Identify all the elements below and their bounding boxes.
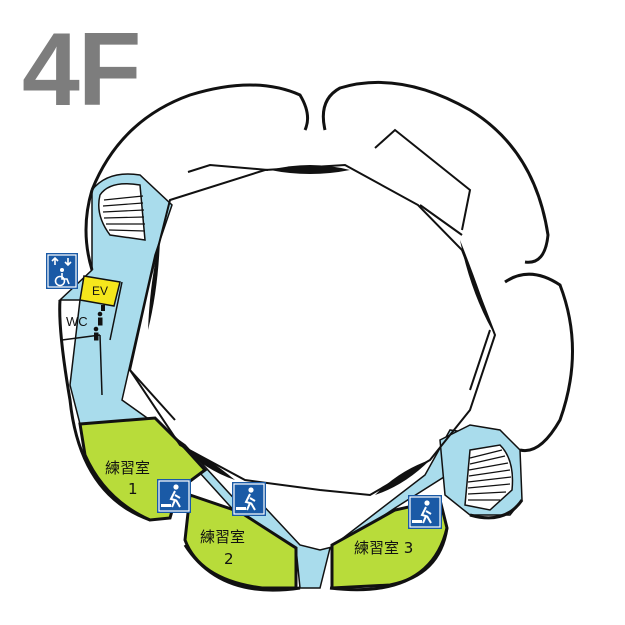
practice-room-1-label: 練習室 (105, 459, 150, 477)
practice-room-3-label: 練習室 3 (354, 539, 413, 557)
stairs-right (464, 444, 514, 511)
practice-room-2-label: 練習室 (200, 528, 245, 546)
elevator-label: EV (92, 284, 108, 298)
restroom-icon (93, 305, 105, 341)
room-entrance-icon-1 (157, 479, 191, 513)
building-outline (58, 80, 574, 592)
practice-room-2-number: 2 (224, 550, 234, 568)
room-entrance-icon-2 (232, 482, 266, 516)
practice-room-1-number: 1 (128, 480, 138, 498)
stairs-left (98, 183, 146, 241)
room-entrance-icon-3 (408, 495, 442, 529)
partitions (61, 281, 123, 396)
thick-walls (148, 165, 492, 495)
elevator-area (79, 275, 121, 307)
accessible-elevator-icon (46, 253, 78, 289)
floor-label: 4F (22, 12, 141, 128)
restroom-label: WC (66, 314, 88, 329)
